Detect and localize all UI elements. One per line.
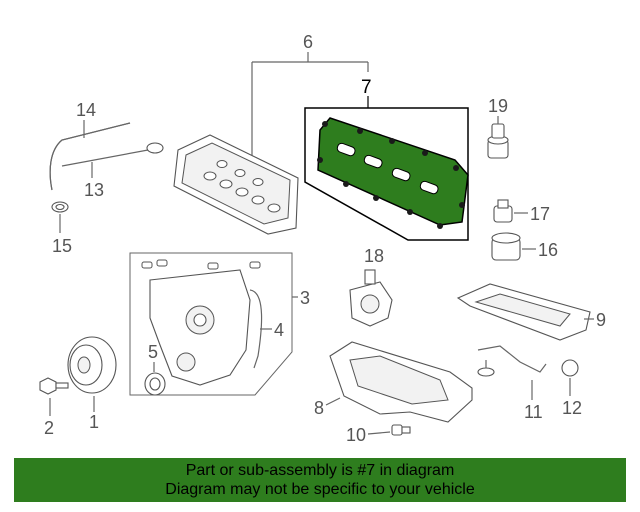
fitting[interactable] [493, 199, 513, 223]
dipstick[interactable] [61, 142, 164, 167]
callout-14[interactable]: 14 [76, 100, 96, 120]
callout-15[interactable]: 15 [52, 236, 72, 256]
dipstick-tube[interactable] [49, 122, 131, 191]
callout-11[interactable]: 11 [524, 402, 543, 422]
front-seal[interactable] [144, 372, 166, 396]
crankshaft-damper[interactable] [67, 336, 117, 394]
valve-cover-gasket-box[interactable] [304, 107, 469, 241]
banner-line-2: Diagram may not be specific to your vehi… [165, 481, 475, 498]
callout-19[interactable]: 19 [488, 96, 508, 116]
oil-pickup-tube[interactable] [477, 345, 547, 377]
dipstick-o-ring[interactable] [51, 201, 69, 213]
callout-1[interactable]: 1 [89, 412, 99, 432]
callout-5[interactable]: 5 [148, 342, 158, 362]
callout-8[interactable]: 8 [314, 398, 324, 418]
callout-16[interactable]: 16 [538, 240, 558, 260]
callout-10[interactable]: 10 [346, 425, 366, 445]
pickup-o-ring[interactable] [561, 359, 579, 377]
callout-7[interactable]: 7 [361, 77, 372, 98]
callout-4[interactable]: 4 [274, 320, 284, 340]
callout-3[interactable]: 3 [300, 288, 310, 308]
callout-2[interactable]: 2 [44, 418, 54, 438]
banner-line-1: Part or sub-assembly is #7 in diagram [185, 462, 455, 479]
callout-12[interactable]: 12 [562, 398, 582, 418]
parts-diagram: 6 7 [39, 32, 606, 445]
timing-cover-box [129, 252, 293, 396]
callout-9[interactable]: 9 [596, 310, 606, 330]
oil-filter[interactable] [491, 232, 521, 261]
valve-cover-gasket[interactable] [317, 117, 469, 229]
valve-cover[interactable] [173, 134, 299, 235]
timing-cover-gasket[interactable] [249, 289, 263, 369]
breather-cap[interactable] [487, 123, 509, 159]
drain-plug[interactable] [391, 424, 411, 436]
callout-6-bracket [251, 52, 369, 162]
info-banner: Part or sub-assembly is #7 in diagram Di… [14, 458, 626, 502]
callout-17[interactable]: 17 [530, 204, 550, 224]
callout-6[interactable]: 6 [303, 32, 313, 52]
oil-pan[interactable] [329, 341, 473, 423]
callout-13[interactable]: 13 [84, 180, 104, 200]
damper-bolt[interactable] [39, 377, 69, 395]
water-pump[interactable] [349, 269, 393, 327]
windage-tray[interactable] [456, 283, 591, 341]
callout-18[interactable]: 18 [364, 246, 384, 266]
timing-cover[interactable] [141, 259, 261, 386]
